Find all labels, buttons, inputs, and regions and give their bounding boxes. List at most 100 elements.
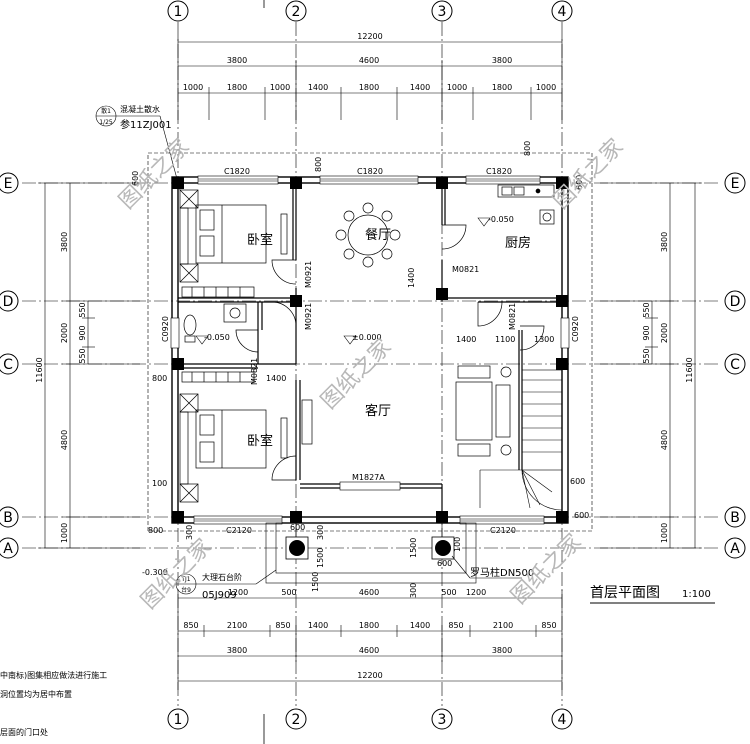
- svg-text:1500: 1500: [409, 538, 418, 558]
- right-dimension-text: 11600 3800 2000 4800 1000 550 900 550: [642, 232, 694, 543]
- svg-text:800: 800: [148, 526, 163, 535]
- svg-text:D: D: [3, 294, 14, 310]
- room-labels: 卧室 餐厅 厨房 卧室 客厅: [247, 227, 531, 449]
- svg-text:大理石台阶: 大理石台阶: [202, 572, 242, 582]
- svg-text:1300: 1300: [534, 335, 554, 344]
- notes: 中南标)图集相应做法进行施工 洞位置均为居中布置 层面的门口处: [0, 670, 107, 737]
- svg-text:A: A: [730, 541, 740, 557]
- svg-text:台9: 台9: [181, 586, 191, 594]
- door-swings: [235, 224, 545, 481]
- svg-text:TJ1: TJ1: [180, 576, 190, 583]
- svg-text:600: 600: [574, 511, 589, 520]
- svg-text:1400: 1400: [456, 335, 476, 344]
- svg-text:800: 800: [152, 374, 167, 383]
- svg-text:900: 900: [642, 325, 651, 340]
- opening-labels: C1820 C1820 C1820 C2120 C2120 C0920 C092…: [161, 167, 580, 535]
- front-columns: [285, 536, 455, 560]
- svg-text:600: 600: [290, 523, 305, 532]
- axis-labels: 1 2 3 4 1 2 3 4 E D C B A E D C B A: [3, 4, 741, 728]
- left-dimension-lines: [38, 182, 140, 549]
- svg-text:C0920: C0920: [571, 316, 580, 342]
- room-bedroom-top: 卧室: [247, 232, 273, 248]
- svg-text:M0921: M0921: [304, 303, 313, 330]
- svg-text:3800: 3800: [492, 646, 512, 655]
- living-furniture: [301, 365, 512, 457]
- svg-text:4800: 4800: [660, 430, 669, 450]
- svg-text:1/25: 1/25: [99, 119, 113, 126]
- svg-text:300: 300: [316, 525, 325, 540]
- svg-text:4: 4: [558, 712, 567, 728]
- bathroom-fixtures: [181, 286, 255, 343]
- room-bedroom-bottom: 卧室: [247, 433, 273, 449]
- svg-text:1500: 1500: [316, 548, 325, 568]
- bedroom-bottom-furniture: [179, 371, 288, 503]
- svg-text:100: 100: [453, 537, 462, 552]
- svg-text:1800: 1800: [359, 621, 379, 630]
- bedroom-top-furniture: [179, 189, 288, 283]
- level-triangles: [195, 217, 491, 345]
- svg-text:4: 4: [558, 4, 567, 20]
- step-callout: TJ1 台9 大理石台阶 05J909: [175, 569, 277, 601]
- svg-text:1000: 1000: [660, 523, 669, 543]
- top-windows: [170, 175, 570, 525]
- svg-text:A: A: [3, 541, 13, 557]
- svg-text:1400: 1400: [407, 268, 416, 288]
- svg-text:1: 1: [174, 4, 183, 20]
- svg-text:2: 2: [292, 712, 301, 728]
- svg-text:C2120: C2120: [226, 526, 252, 535]
- svg-text:1000: 1000: [447, 83, 467, 92]
- staircase: [479, 369, 563, 511]
- svg-text:C1820: C1820: [224, 167, 250, 176]
- svg-text:M0921: M0921: [304, 261, 313, 288]
- svg-text:3800: 3800: [660, 232, 669, 252]
- misc-dims: 800 1400 1400 1100 1300 800 1400 100 600…: [131, 141, 589, 598]
- svg-text:-0.050: -0.050: [204, 333, 230, 342]
- room-kitchen: 厨房: [505, 235, 531, 251]
- svg-text:800: 800: [523, 141, 532, 156]
- svg-text:D: D: [730, 294, 741, 310]
- svg-text:3: 3: [438, 4, 447, 20]
- room-dining: 餐厅: [365, 227, 391, 243]
- svg-text:850: 850: [183, 621, 198, 630]
- svg-text:1800: 1800: [227, 83, 247, 92]
- svg-text:M1827A: M1827A: [352, 473, 385, 482]
- svg-text:2000: 2000: [60, 323, 69, 343]
- svg-text:参11ZJ001: 参11ZJ001: [120, 118, 172, 131]
- svg-text:300: 300: [185, 525, 194, 540]
- left-dimension-text: 11600 3800 2000 4800 1000 550 900 550: [35, 232, 87, 543]
- svg-text:1500: 1500: [311, 572, 320, 592]
- svg-text:600: 600: [570, 477, 585, 486]
- svg-text:600: 600: [575, 175, 584, 190]
- svg-text:900: 900: [78, 325, 87, 340]
- svg-text:1400: 1400: [410, 621, 430, 630]
- svg-text:罗马柱DN500: 罗马柱DN500: [470, 566, 534, 579]
- svg-text:550: 550: [642, 302, 651, 317]
- svg-text:500: 500: [441, 588, 456, 597]
- svg-text:C0920: C0920: [161, 316, 170, 342]
- svg-text:散1: 散1: [101, 107, 111, 115]
- svg-text:1000: 1000: [536, 83, 556, 92]
- svg-text:1100: 1100: [495, 335, 515, 344]
- svg-text:2000: 2000: [660, 323, 669, 343]
- svg-text:B: B: [730, 510, 740, 526]
- room-living: 客厅: [365, 403, 391, 419]
- front-steps: [265, 522, 477, 584]
- axis-bubbles: [0, 0, 746, 730]
- kitchen-fixtures: [497, 184, 555, 225]
- svg-text:图纸之家: 图纸之家: [549, 134, 629, 214]
- bottom-dimension-lines: [177, 590, 563, 690]
- svg-text:1: 1: [174, 712, 183, 728]
- svg-text:层面的门口处: 层面的门口处: [0, 727, 48, 737]
- svg-text:M0821: M0821: [250, 358, 259, 385]
- svg-text:E: E: [731, 176, 740, 192]
- svg-text:1800: 1800: [359, 83, 379, 92]
- apron-callout: 散1 1/25 混凝土散水 参11ZJ001: [95, 104, 181, 191]
- svg-text:1400: 1400: [266, 374, 286, 383]
- svg-text:2100: 2100: [493, 621, 513, 630]
- svg-text:M0821: M0821: [452, 265, 479, 274]
- svg-text:混凝土散水: 混凝土散水: [120, 104, 160, 114]
- svg-text:500: 500: [281, 588, 296, 597]
- svg-text:M0821: M0821: [508, 303, 517, 330]
- svg-text:-0.050: -0.050: [488, 215, 514, 224]
